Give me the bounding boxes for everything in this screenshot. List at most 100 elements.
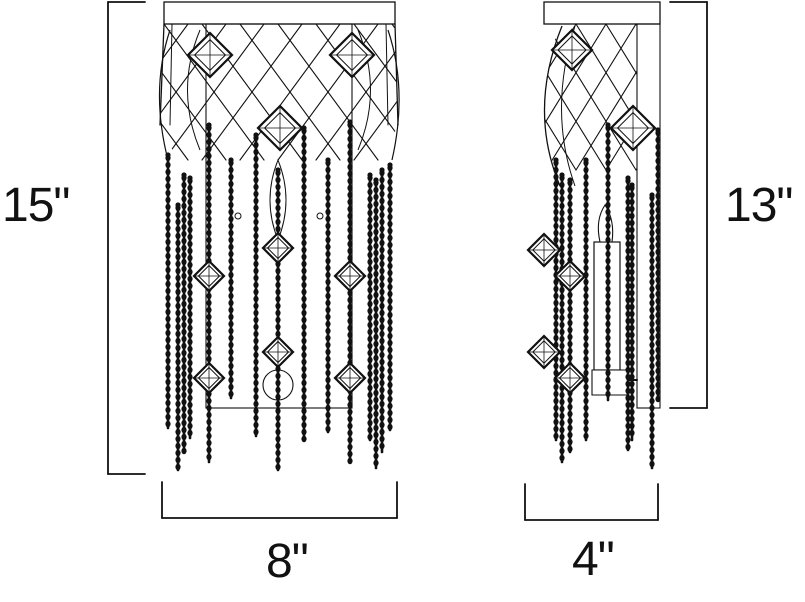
bead (373, 396, 379, 404)
bead (175, 414, 181, 422)
bead (165, 238, 171, 246)
bead (605, 376, 611, 384)
bead (373, 256, 379, 264)
bead (605, 306, 611, 314)
bead (187, 282, 193, 290)
bead (187, 373, 193, 381)
bead (175, 428, 181, 436)
strand-cap (649, 192, 655, 198)
bead (553, 334, 559, 342)
bead (605, 278, 611, 286)
bead (373, 326, 379, 334)
bead (387, 192, 393, 200)
bead (325, 362, 331, 370)
bead (655, 234, 661, 242)
bead (325, 166, 331, 174)
bead (165, 420, 171, 428)
bead (325, 208, 331, 216)
bead (347, 254, 353, 262)
bead (253, 379, 259, 387)
bead (301, 344, 307, 352)
side-cage-arc (543, 25, 563, 187)
bead (553, 313, 559, 321)
bead (206, 173, 212, 181)
bead (379, 421, 385, 429)
bead (553, 285, 559, 293)
bead (373, 228, 379, 236)
bead (629, 268, 635, 276)
bead (181, 216, 187, 224)
bead (181, 195, 187, 203)
bead (655, 339, 661, 347)
strand-cap (567, 177, 573, 183)
bead (367, 251, 373, 259)
bead (379, 274, 385, 282)
bead (655, 353, 661, 361)
bead (187, 352, 193, 360)
bead (228, 362, 234, 370)
bead (347, 317, 353, 325)
bead (655, 381, 661, 389)
bead (206, 131, 212, 139)
bead (181, 426, 187, 434)
bead (165, 413, 171, 421)
bead (175, 211, 181, 219)
bead (181, 370, 187, 378)
lattice-wire (696, 24, 786, 170)
bead (655, 374, 661, 382)
bead (583, 243, 589, 251)
bead (301, 386, 307, 394)
bead (379, 239, 385, 247)
bead (649, 390, 655, 398)
bead (629, 415, 635, 423)
bead (629, 338, 635, 346)
bead (347, 289, 353, 297)
bead (275, 372, 281, 380)
bead (367, 223, 373, 231)
bead (625, 408, 631, 416)
bead (181, 335, 187, 343)
bead (301, 134, 307, 142)
lattice-wire (696, 24, 786, 170)
lattice-wire (666, 24, 756, 170)
bead (387, 332, 393, 340)
bead (605, 131, 611, 139)
bead (373, 431, 379, 439)
bead (165, 287, 171, 295)
cage-arc (158, 29, 171, 161)
bead (583, 355, 589, 363)
bead (373, 382, 379, 390)
bead (605, 271, 611, 279)
cage-edge (385, 23, 389, 126)
bead (625, 268, 631, 276)
strand-cap (583, 157, 589, 163)
bead (165, 266, 171, 274)
bead (181, 265, 187, 273)
bead (367, 188, 373, 196)
bead (175, 456, 181, 464)
bead (655, 304, 661, 312)
bead (347, 233, 353, 241)
strand-cap (301, 125, 307, 131)
bead (165, 329, 171, 337)
bead (605, 327, 611, 335)
bead (559, 230, 565, 238)
bead (567, 354, 573, 362)
bead (275, 204, 281, 212)
bead (655, 311, 661, 319)
bead (373, 361, 379, 369)
bead (373, 410, 379, 418)
bead (347, 184, 353, 192)
bead (187, 254, 193, 262)
bead (629, 296, 635, 304)
bead (625, 303, 631, 311)
bead (373, 333, 379, 341)
bead (605, 299, 611, 307)
bead (655, 220, 661, 228)
bead (181, 440, 187, 448)
bead (567, 438, 573, 446)
bead (275, 386, 281, 394)
bead (175, 288, 181, 296)
bead (629, 254, 635, 262)
